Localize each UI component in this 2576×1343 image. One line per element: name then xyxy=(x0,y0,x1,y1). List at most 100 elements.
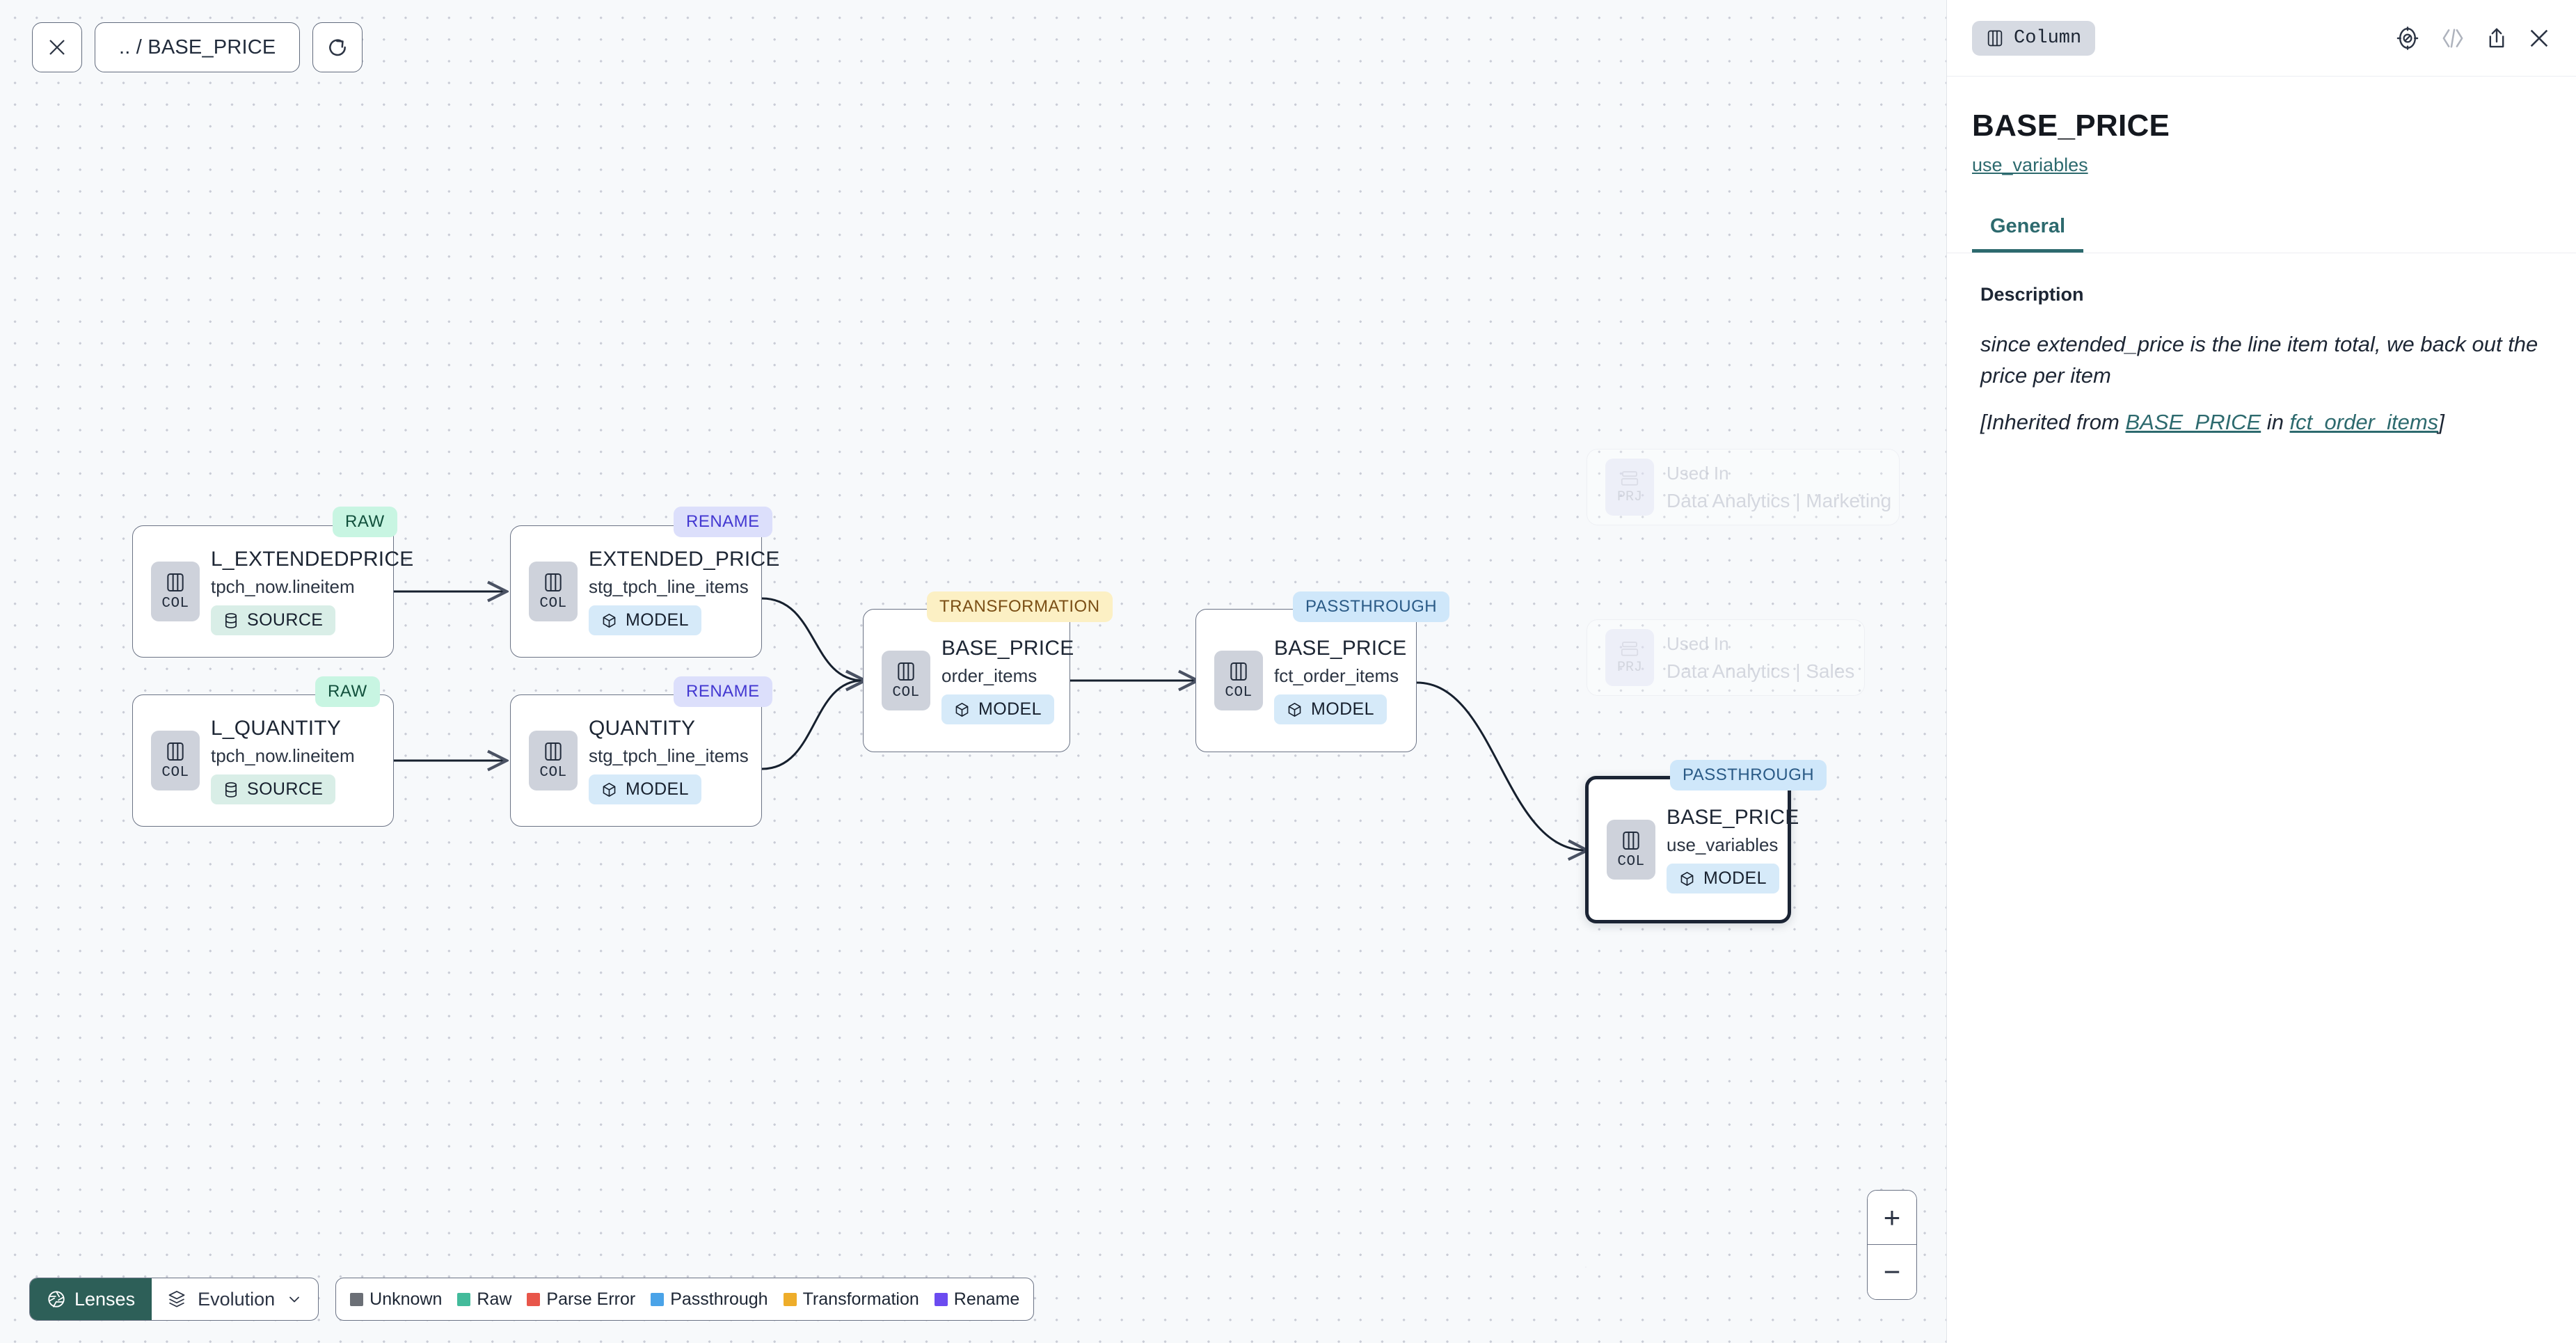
zoom-in-button[interactable]: + xyxy=(1868,1191,1916,1245)
node-subtitle: use_variables xyxy=(1667,834,1779,855)
share-button[interactable] xyxy=(2486,26,2508,50)
project-icon: PRJ xyxy=(1605,459,1654,516)
canvas-toolbar: .. / BASE_PRICE xyxy=(32,22,363,72)
lineage-node-quantity[interactable]: COL QUANTITY stg_tpch_line_items MODEL xyxy=(510,694,762,827)
node-badge-transformation: TRANSFORMATION xyxy=(927,591,1113,622)
cube-icon xyxy=(603,613,616,628)
node-subtitle: stg_tpch_line_items xyxy=(589,576,749,597)
close-panel-button[interactable] xyxy=(2527,26,2551,50)
canvas-bottom-bar: Lenses Evolution Unkno xyxy=(29,1278,1035,1321)
ghost-used-in-label: Used In xyxy=(1667,462,1729,484)
legend-swatch xyxy=(651,1292,665,1306)
close-button[interactable] xyxy=(32,22,82,72)
evolution-label: Evolution xyxy=(198,1288,276,1310)
legend-label: Raw xyxy=(477,1289,512,1309)
column-icon: COL xyxy=(882,651,930,710)
column-glyph-icon xyxy=(898,662,914,681)
close-icon xyxy=(2530,29,2548,47)
node-subtitle: order_items xyxy=(941,665,1037,686)
panel-header: Column xyxy=(1947,0,2576,77)
ghost-used-in-label: Used In xyxy=(1667,633,1729,654)
node-pill-label: MODEL xyxy=(978,699,1042,719)
ghost-icon-tag: PRJ xyxy=(1616,488,1642,505)
legend-swatch xyxy=(934,1292,948,1306)
node-type-pill: MODEL xyxy=(589,605,701,635)
lenses-label: Lenses xyxy=(74,1288,136,1310)
legend-item-parse-error: Parse Error xyxy=(527,1289,635,1310)
node-pill-label: MODEL xyxy=(626,779,689,799)
legend-swatch xyxy=(527,1292,541,1306)
legend-label: Rename xyxy=(953,1289,1020,1309)
database-icon xyxy=(225,781,237,797)
legend-swatch xyxy=(350,1292,364,1306)
database-icon xyxy=(225,612,237,628)
ghost-project-name: Data Analytics | Marketing xyxy=(1667,489,1892,511)
ghost-node-marketing[interactable]: PRJ Used In Data Analytics | Marketing xyxy=(1587,449,1900,525)
view-code-button[interactable] xyxy=(2440,26,2466,50)
explore-button[interactable] xyxy=(2395,26,2420,51)
legend-label: Parse Error xyxy=(546,1289,636,1309)
project-icon: PRJ xyxy=(1605,629,1654,686)
legend-label: Unknown xyxy=(369,1289,443,1309)
column-glyph-icon xyxy=(545,742,562,761)
node-pill-label: SOURCE xyxy=(247,610,324,630)
tab-general[interactable]: General xyxy=(1972,215,2083,253)
node-type-pill: MODEL xyxy=(941,694,1054,724)
ghost-node-sales[interactable]: PRJ Used In Data Analytics | Sales xyxy=(1587,619,1865,696)
legend-item-raw: Raw xyxy=(457,1289,511,1310)
column-icon: COL xyxy=(151,731,200,790)
node-subtitle: stg_tpch_line_items xyxy=(589,745,749,766)
node-badge-rename: RENAME xyxy=(674,507,772,537)
panel-tabs: General xyxy=(1947,215,2576,253)
lineage-node-l-extendedprice[interactable]: COL L_EXTENDEDPRICE tpch_now.lineitem SO… xyxy=(132,525,413,658)
refresh-icon xyxy=(329,39,347,56)
lineage-canvas[interactable]: .. / BASE_PRICE PRJ Used In Data Analyt xyxy=(0,0,1946,1343)
node-icon-tag: COL xyxy=(1617,854,1645,870)
inherited-suffix: ] xyxy=(2438,409,2444,434)
node-title: L_QUANTITY xyxy=(211,717,342,740)
legend-item-transformation: Transformation xyxy=(783,1289,919,1310)
entity-type-label: Column xyxy=(2014,27,2082,49)
node-title: QUANTITY xyxy=(589,717,696,740)
node-title: BASE_PRICE xyxy=(941,637,1074,660)
legend-swatch xyxy=(783,1292,797,1306)
lineage-node-fct-order-items[interactable]: COL BASE_PRICE fct_order_items MODEL xyxy=(1195,609,1417,752)
node-subtitle: tpch_now.lineitem xyxy=(211,745,355,766)
node-title: BASE_PRICE xyxy=(1667,806,1799,829)
lineage-node-order-items[interactable]: COL BASE_PRICE order_items MODEL xyxy=(863,609,1074,752)
column-icon: COL xyxy=(529,731,578,790)
node-title: EXTENDED_PRICE xyxy=(589,548,780,571)
node-pill-label: MODEL xyxy=(1311,699,1374,719)
breadcrumb-path-button[interactable]: .. / BASE_PRICE xyxy=(95,22,301,72)
column-glyph-icon xyxy=(1987,30,2003,46)
node-icon-tag: COL xyxy=(161,765,189,781)
node-subtitle: fct_order_items xyxy=(1274,665,1399,686)
node-badge-passthrough: PASSTHROUGH xyxy=(1670,760,1827,790)
lineage-node-extended-price[interactable]: COL EXTENDED_PRICE stg_tpch_line_items M… xyxy=(510,525,779,658)
lineage-node-l-quantity[interactable]: COL L_QUANTITY tpch_now.lineitem SOURCE xyxy=(132,694,394,827)
lenses-button[interactable]: Lenses xyxy=(30,1278,152,1320)
node-pill-label: MODEL xyxy=(1703,868,1767,888)
column-icon: COL xyxy=(151,562,200,621)
node-icon-tag: COL xyxy=(539,765,567,781)
parent-model-link[interactable]: use_variables xyxy=(1972,154,2088,175)
lineage-node-use-variables-selected[interactable]: COL BASE_PRICE use_variables MODEL xyxy=(1585,776,1799,923)
status-legend: Unknown Raw Parse Error Passthrough Tran… xyxy=(335,1278,1035,1321)
close-icon xyxy=(49,40,65,55)
refresh-button[interactable] xyxy=(312,22,363,72)
column-icon: COL xyxy=(1607,820,1655,880)
zoom-out-button[interactable]: − xyxy=(1868,1245,1916,1299)
node-badge-raw: RAW xyxy=(333,507,397,537)
chevron-down-icon xyxy=(289,1296,300,1303)
legend-swatch xyxy=(457,1292,471,1306)
column-icon: COL xyxy=(1214,651,1263,710)
share-icon xyxy=(2489,28,2504,47)
node-pill-label: MODEL xyxy=(626,610,689,630)
inherited-model-link[interactable]: fct_order_items xyxy=(2289,409,2439,434)
compass-icon xyxy=(2396,26,2419,50)
inherited-column-link[interactable]: BASE_PRICE xyxy=(2125,409,2261,434)
node-type-pill: MODEL xyxy=(1667,864,1779,893)
ghost-project-name: Data Analytics | Sales xyxy=(1667,660,1855,682)
panel-title: BASE_PRICE xyxy=(1972,109,2170,143)
evolution-dropdown[interactable]: Evolution xyxy=(152,1278,318,1320)
